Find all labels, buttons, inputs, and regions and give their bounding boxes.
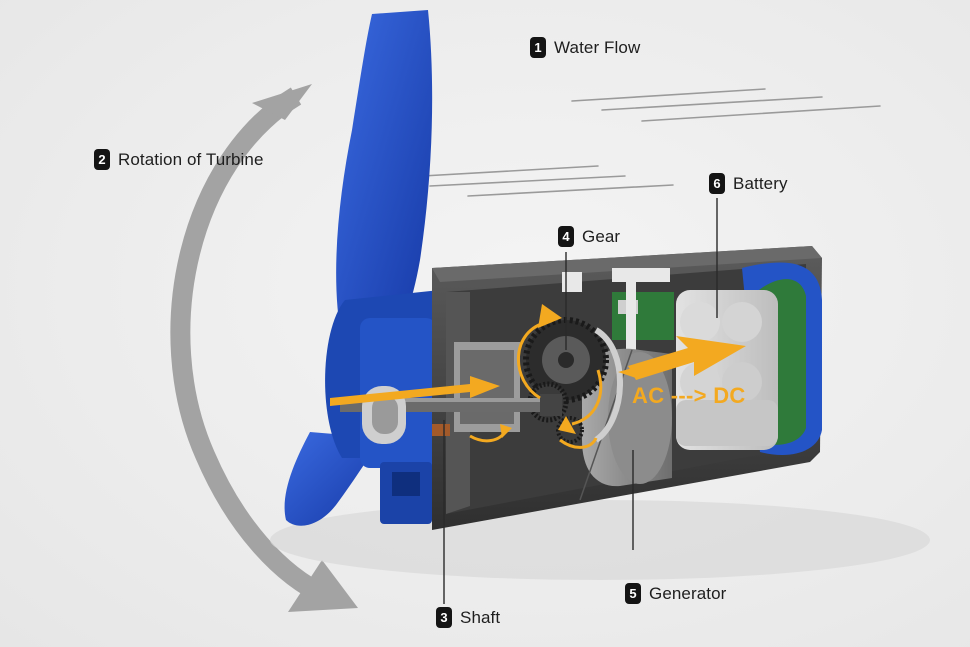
callout-battery: 6 Battery <box>709 173 788 194</box>
callout-label: Gear <box>582 226 621 246</box>
mounting-bracket <box>562 268 670 360</box>
generator-unit <box>579 348 672 501</box>
callout-number: 4 <box>558 226 574 247</box>
ac-dc-conversion-label: AC ---> DC <box>632 383 746 408</box>
battery-pack <box>676 290 778 450</box>
callout-number: 6 <box>709 173 725 194</box>
shaft-assembly <box>340 342 562 444</box>
callout-rotation-of-turbine: 2 Rotation of Turbine <box>94 149 264 170</box>
callout-leader-lines <box>443 198 718 604</box>
callout-number: 5 <box>625 583 641 604</box>
callout-label: Shaft <box>460 607 501 627</box>
callout-label: Generator <box>649 583 727 603</box>
energy-flow-arrows <box>330 304 746 449</box>
callout-generator: 5 Generator <box>625 583 726 604</box>
callout-number: 3 <box>436 607 452 628</box>
device-shadow <box>270 500 930 580</box>
callout-label: Water Flow <box>554 37 641 57</box>
water-flow-lines <box>404 88 881 197</box>
rotation-arrow <box>170 84 358 612</box>
callout-shaft: 3 Shaft <box>436 607 500 628</box>
turbine-blade-top <box>336 10 433 340</box>
callout-label: Rotation of Turbine <box>118 149 264 169</box>
callout-number: 1 <box>530 37 546 58</box>
callout-gear: 4 Gear <box>558 226 620 247</box>
callout-number: 2 <box>94 149 110 170</box>
callout-water-flow: 1 Water Flow <box>530 37 640 58</box>
callout-label: Battery <box>733 173 788 193</box>
